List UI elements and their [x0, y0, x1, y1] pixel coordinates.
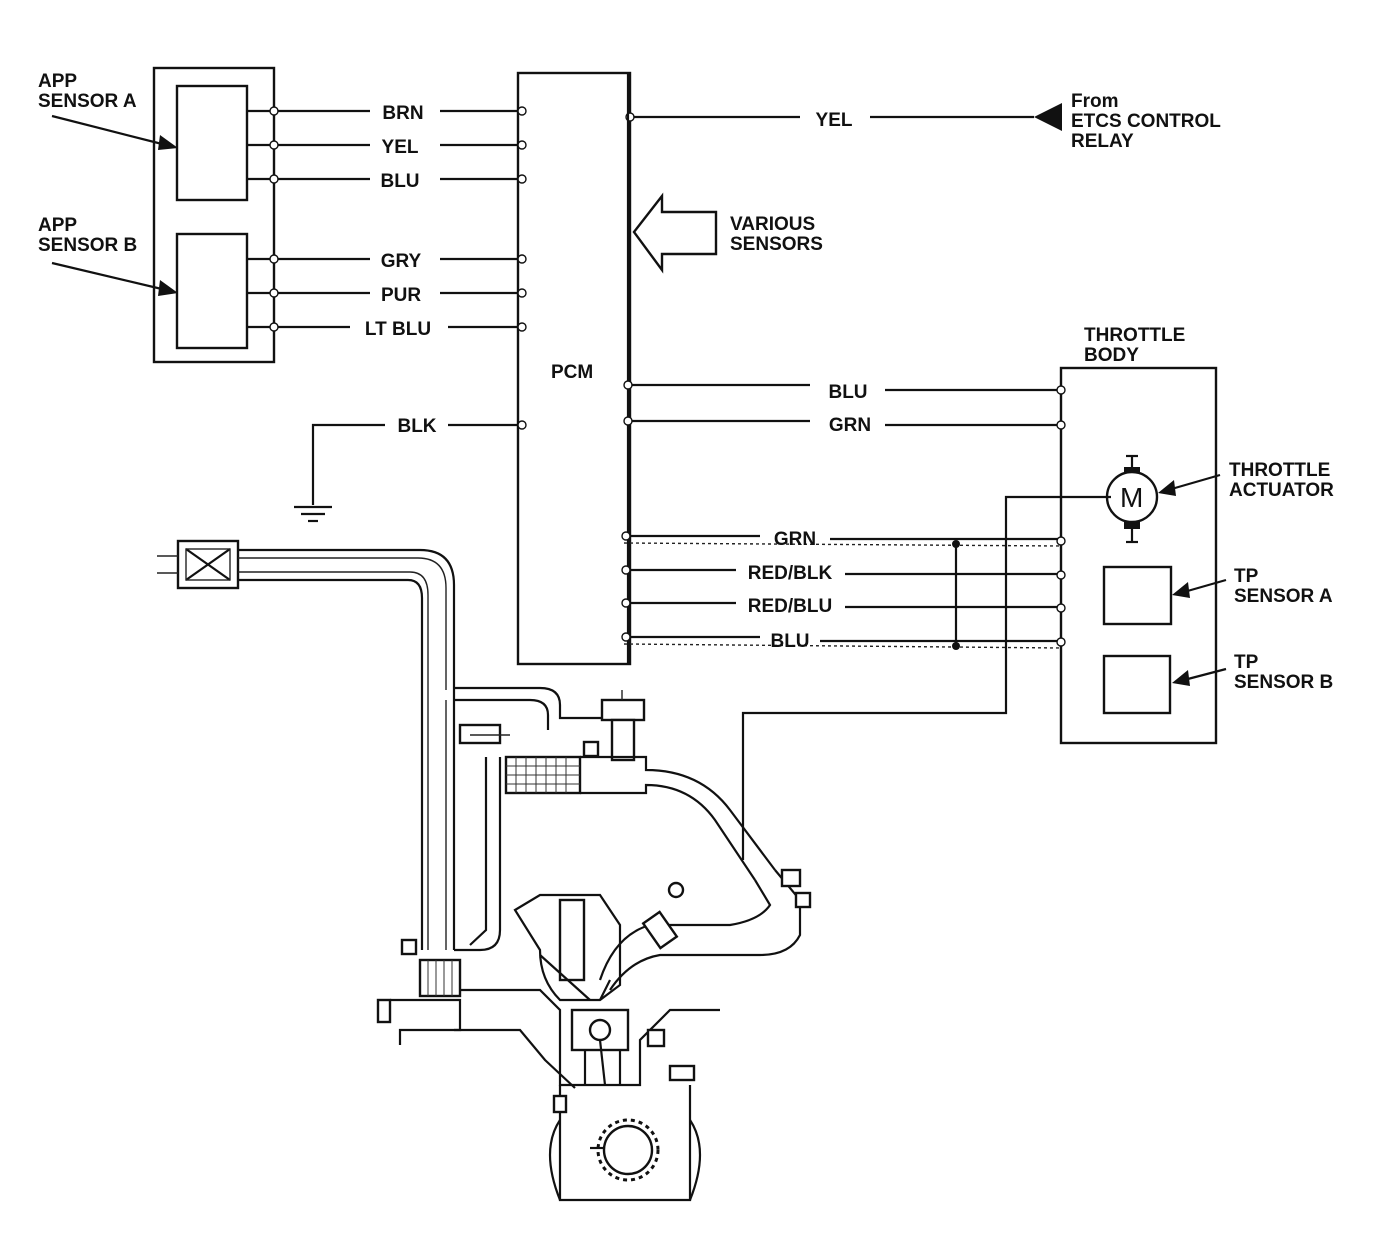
- wire-etcs-yel: YEL: [816, 110, 853, 131]
- actuator-wires: [623, 73, 1066, 664]
- app-wires: [269, 106, 527, 332]
- etcs-feed: [625, 103, 1062, 131]
- throttle-cable: [741, 495, 1111, 860]
- engine-cutaway-illustration: [157, 539, 812, 1202]
- wire-brn: BRN: [382, 103, 423, 124]
- wire-lt-blu: LT BLU: [365, 319, 431, 340]
- app-sensor-assembly: [152, 66, 276, 364]
- ground-symbol-label: BLK: [397, 416, 436, 437]
- app-sensor-b-box: [175, 232, 249, 350]
- wire-tp-blu: BLU: [770, 631, 809, 652]
- app-sensor-leaders: [51, 114, 178, 296]
- wire-tp-grn: GRN: [774, 529, 816, 550]
- tp-sensor-a-box: [1102, 565, 1173, 626]
- wire-act-blu: BLU: [828, 382, 867, 403]
- wire-yel: YEL: [382, 137, 419, 158]
- wire-gry: GRY: [381, 251, 422, 272]
- tp-sensor-wires: [621, 531, 1066, 650]
- wire-blu: BLU: [380, 171, 419, 192]
- motor-symbol: M: [1120, 482, 1143, 513]
- various-sensors-arrow: [632, 192, 718, 274]
- wire-tp-red-blu: RED/BLU: [748, 596, 832, 617]
- tp-sensor-b-box: [1102, 654, 1172, 715]
- wire-act-grn: GRN: [829, 415, 871, 436]
- pcm-box: [516, 71, 632, 666]
- pcm-label: PCM: [551, 362, 593, 383]
- wire-pur: PUR: [381, 285, 421, 306]
- ground-wire: [294, 420, 527, 523]
- app-sensor-a-box: [175, 84, 249, 202]
- wire-tp-red-blk: RED/BLK: [748, 563, 833, 584]
